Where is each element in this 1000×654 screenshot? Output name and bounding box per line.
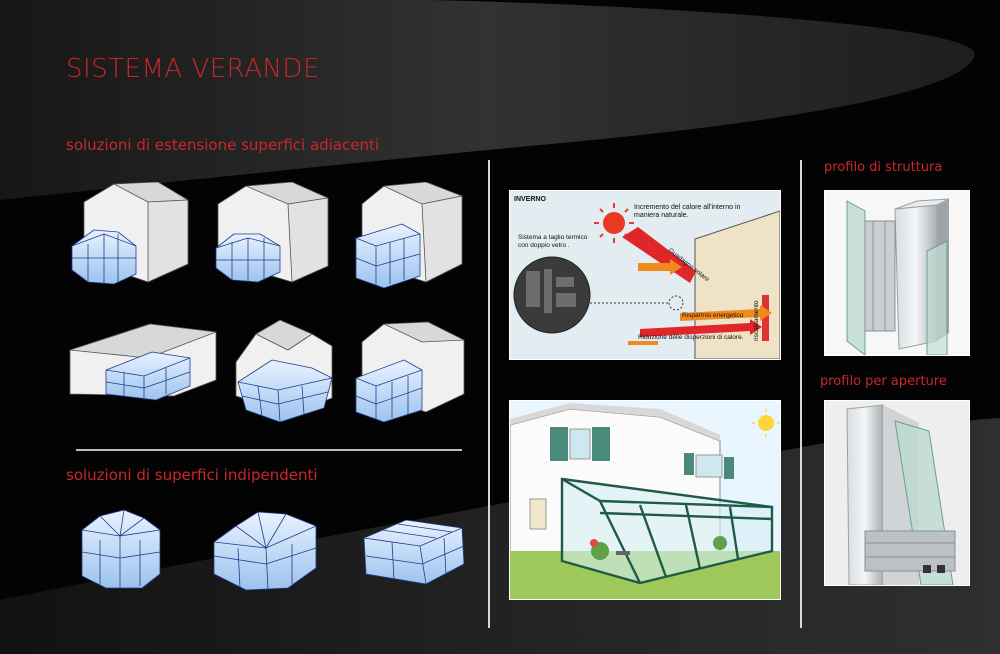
profile-structure-title: profilo di struttura: [824, 160, 943, 175]
sun-icon: [752, 409, 780, 437]
veranda-independent-1: [81, 509, 161, 589]
glass-line1: Sistema a taglio termico: [518, 234, 588, 241]
winter-energy-diagram: INVERNO Incremento del calore all'intern…: [509, 190, 781, 360]
veranda-adjacent-6: [355, 321, 465, 423]
veranda-scene-image: [509, 400, 781, 600]
veranda-independent-3: [363, 519, 465, 585]
profile-openings-title: profilo per aperture: [820, 374, 947, 389]
heating-label: riscaldamento: [753, 300, 760, 341]
column-divider-right: [800, 160, 802, 628]
section-divider: [76, 449, 462, 451]
section-title-adjacent: soluzioni di estensione superfici adiace…: [66, 136, 380, 154]
winter-label: INVERNO: [514, 196, 546, 203]
veranda-adjacent-4: [69, 323, 217, 401]
adjacent-verandas-illustrations: [69, 182, 465, 423]
openings-profile-image: [824, 400, 970, 586]
column-divider-left: [488, 160, 490, 628]
loss-reduction-label: Riduzione delle disperzioni di calore.: [638, 334, 744, 341]
veranda-adjacent-5: [235, 319, 333, 423]
section-title-independent: soluzioni di superfici indipendenti: [66, 466, 318, 484]
glass-line2: con doppio vetro .: [518, 242, 570, 249]
sun-icon: [594, 203, 634, 243]
veranda-adjacent-2: [215, 182, 329, 283]
veranda-independent-2: [213, 511, 317, 591]
heat-gain-line2: maniera naturale.: [634, 212, 689, 219]
heat-gain-line1: Incremento del calore all'interno in: [634, 204, 741, 211]
energy-saving-label: Risparmio energetico: [682, 312, 744, 319]
structure-profile-image: [824, 190, 970, 356]
independent-verandas-illustrations: [81, 509, 465, 591]
page-title: SISTEMA VERANDE: [66, 54, 320, 84]
veranda-adjacent-3: [355, 182, 463, 289]
veranda-adjacent-1: [71, 182, 189, 285]
